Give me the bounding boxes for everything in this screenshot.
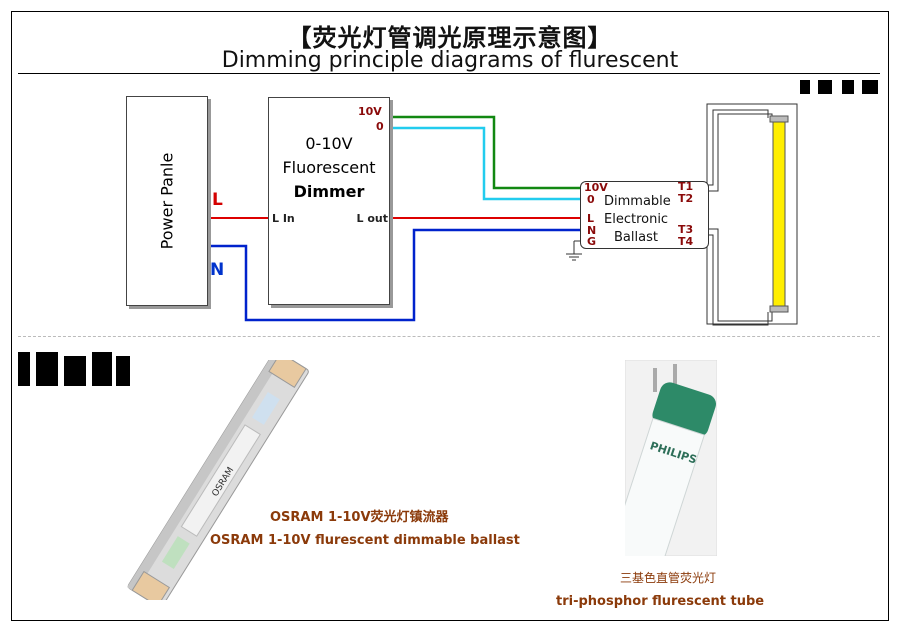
signal-0-wire [388,126,586,201]
artifact-block [64,356,86,386]
neutral-wire [207,228,586,322]
dimmer-l-in-label: L In [272,212,295,225]
artifact-block [842,80,854,94]
tube-caption-en: tri-phosphor flurescent tube [556,594,765,609]
ballast-0-pin: 0 [587,193,595,206]
ballast-t4-pin: T4 [678,235,694,248]
tube-end-cap [769,115,789,123]
ballast-g-pin: G [587,235,597,248]
ballast-t3-pin: T3 [678,223,694,236]
ballast-10v-pin: 10V [584,181,608,194]
ballast-n-pin: N [587,224,597,237]
fluorescent-tube [772,115,786,313]
tube-end-cap [769,305,789,313]
artifact-block [862,80,878,94]
ballast-photo: OSRAM [127,360,309,600]
dimmer-0-terminal: 0 [376,120,384,133]
tube-photo: PHILIPS [625,360,717,556]
neutral-label: N [210,260,225,280]
ballast-l-pin: L [587,212,595,225]
dimmer-box: 0-10V Fluorescent Dimmer L In L out [268,97,390,305]
power-supply-box: Power Panle [126,96,208,306]
artifact-block [818,80,832,94]
artifact-block [800,80,810,94]
ballast-t2-pin: T2 [678,192,694,205]
page-title-cn: 【荧光灯管调光原理示意图】 [287,24,613,52]
dimmer-title-2: Fluorescent [282,158,376,177]
section-divider [18,336,880,337]
ballast-t1-pin: T1 [678,180,694,193]
ballast-title-2: Electronic [604,212,669,227]
ballast-title-1: Dimmable [604,194,671,209]
power-supply-label: Power Panle [157,152,177,250]
diagram-frame [11,11,889,621]
line-label: L [212,190,223,210]
tube-caption-cn: 三基色直管荧光灯 [620,571,717,585]
title-divider [18,73,880,74]
dimmable-ballast-box [580,181,709,249]
dimmer-title-1: 0-10V [305,134,353,153]
artifact-block [116,356,130,386]
dimmer-title-3: Dimmer [293,182,365,201]
artifact-block [18,352,30,386]
page-title-en: Dimming principle diagrams of flurescent [221,48,679,73]
signal-10v-wire [388,115,586,190]
ballast-title-3: Ballast [614,230,658,245]
dimmer-l-out-label: L out [356,212,389,225]
ballast-caption-en: OSRAM 1-10V flurescent dimmable ballast [210,533,520,548]
artifact-block [36,352,58,386]
artifact-block [92,352,112,386]
dimmer-10v-terminal: 10V [358,105,382,118]
ballast-caption-cn: OSRAM 1-10V荧光灯镇流器 [270,510,449,525]
